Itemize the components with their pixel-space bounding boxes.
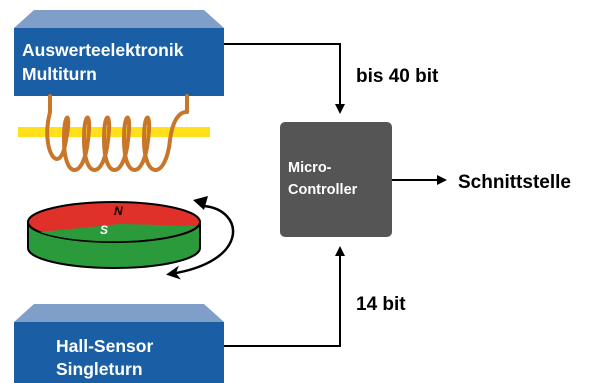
magnet-south-label: S	[100, 223, 108, 237]
interface-label: Schnittstelle	[458, 172, 571, 193]
singleturn-box-line2: Singleturn	[56, 359, 143, 379]
microcontroller-box: Micro- Controller	[280, 122, 392, 237]
multiturn-box-top-face	[14, 10, 224, 28]
coil	[48, 94, 189, 114]
magnet-disk: N S	[27, 201, 201, 269]
multiturn-box-line2: Multiturn	[22, 64, 97, 84]
magnet-top-south-half	[40, 224, 196, 242]
rotation-arrow-top-head	[193, 196, 208, 210]
bottom-bits-label: 14 bit	[356, 294, 406, 315]
multiturn-electronics-box: Auswerteelektronik Multiturn	[14, 10, 224, 96]
top-bits-label: bis 40 bit	[356, 66, 439, 87]
singleturn-box-top-face	[14, 304, 224, 322]
multiturn-box-line1: Auswerteelektronik	[22, 40, 184, 60]
singleturn-box-front	[14, 322, 224, 383]
rotation-arrow	[166, 204, 235, 280]
magnet-north-label: N	[114, 204, 123, 218]
multiturn-box-front	[14, 28, 224, 96]
singleturn-to-controller-arrow	[224, 246, 345, 347]
coil-core	[18, 127, 210, 137]
microcontroller-line1: Micro-	[288, 160, 332, 176]
multiturn-to-controller-arrow	[224, 43, 345, 114]
microcontroller-body	[280, 122, 392, 237]
singleturn-sensor-box: Hall-Sensor Singleturn	[14, 304, 224, 383]
coil-windings	[45, 109, 189, 172]
singleturn-box-line1: Hall-Sensor	[56, 336, 153, 356]
microcontroller-line2: Controller	[288, 182, 358, 198]
